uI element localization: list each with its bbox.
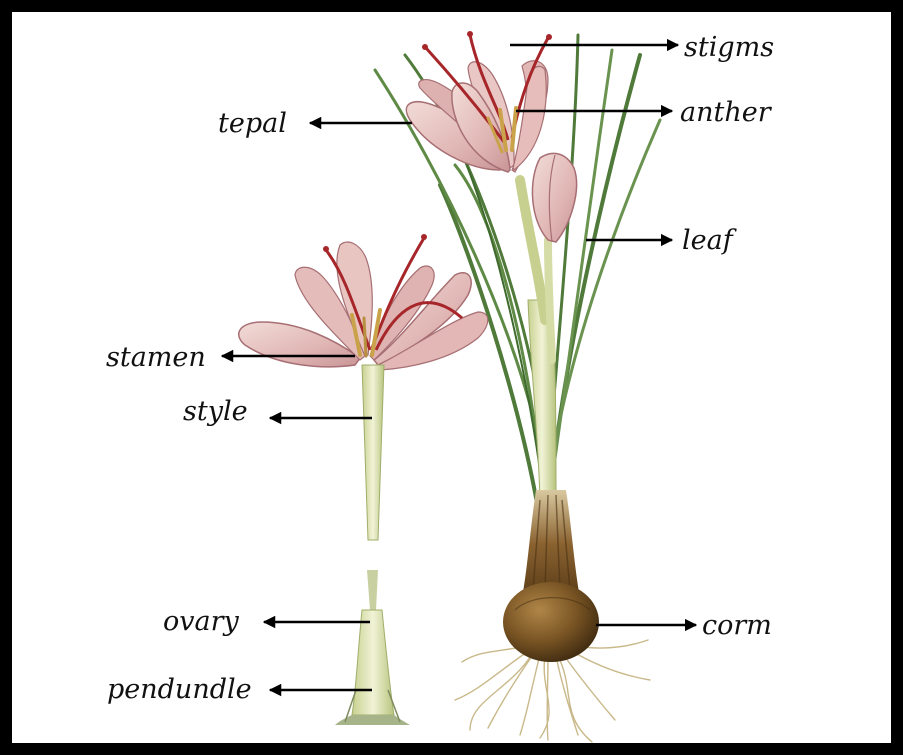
label-tepal: tepal — [218, 110, 287, 137]
dissected-flower — [239, 234, 488, 540]
ovary-peduncle — [335, 570, 410, 725]
label-ovary: ovary — [163, 608, 239, 635]
label-stamen: stamen — [106, 344, 206, 371]
label-anther: anther — [680, 99, 771, 126]
label-leaf: leaf — [682, 227, 733, 254]
label-stigms: stigms — [684, 34, 774, 61]
open-flower-top — [406, 31, 552, 172]
label-corm: corm — [702, 612, 772, 639]
flower-bud — [532, 153, 576, 242]
corm-bulb — [503, 582, 599, 662]
whole-plant — [375, 31, 660, 742]
label-style: style — [183, 398, 248, 425]
corm-neck — [522, 490, 580, 598]
label-pendundle: pendundle — [107, 676, 252, 703]
